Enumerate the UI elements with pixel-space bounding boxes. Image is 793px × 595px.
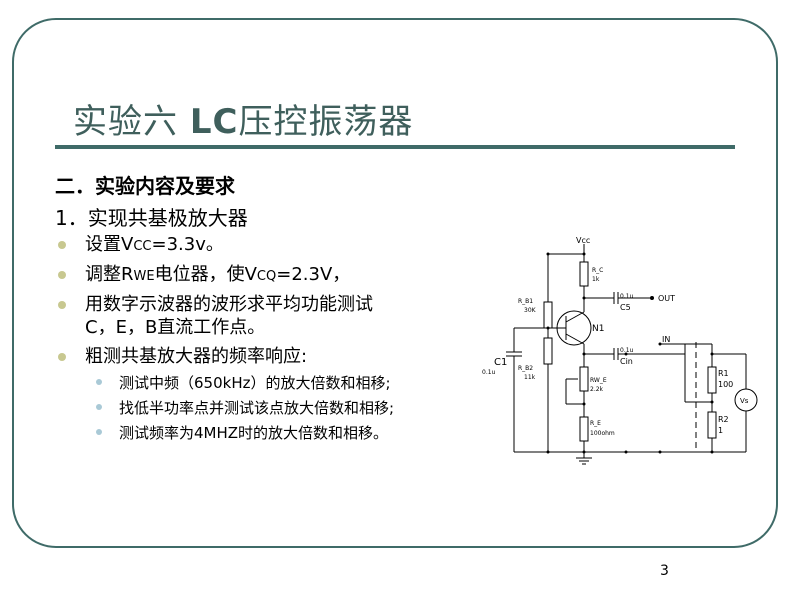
- label-n1: N1: [592, 324, 604, 334]
- label-r2: R2: [718, 415, 729, 424]
- item-1: 1．实现共基极放大器: [55, 206, 248, 230]
- label-r2-value: 1: [718, 426, 723, 435]
- label-rwe-value: 2.2k: [590, 386, 604, 393]
- bullet-2: 调整RWE电位器，使VCQ=2.3V，: [58, 263, 350, 288]
- subbullet-dot: [96, 429, 102, 435]
- title-rest: 压控振荡器: [238, 102, 414, 142]
- page-number: 3: [660, 563, 669, 579]
- bullet-dot: [58, 301, 66, 309]
- label-c5: C5: [620, 303, 631, 312]
- title-rule: [55, 145, 735, 149]
- slide-frame: [12, 18, 778, 548]
- label-rwe: RW_E: [590, 377, 607, 384]
- bullet-1: 设置VCC=3.3v。: [58, 233, 224, 258]
- slide-title: 实验六 LC压控振荡器: [73, 94, 413, 143]
- label-rb2-value: 11k: [524, 374, 536, 381]
- bullet-dot: [58, 353, 66, 361]
- subbullet-1: 测试中频（650kHz）的放大倍数和相移;: [96, 373, 391, 393]
- label-rc: R_C: [592, 267, 603, 274]
- bullet-3: 用数字示波器的波形求平均功能测试 C，E，B直流工作点。: [58, 293, 373, 339]
- label-rb1-value: 30K: [524, 307, 537, 314]
- title-lc: LC: [189, 102, 239, 142]
- label-re-value: 100ohm: [590, 430, 615, 437]
- label-rb1: R_B1: [518, 298, 533, 305]
- rb1-resistor: [543, 301, 553, 329]
- label-r1-value: 100: [718, 380, 733, 389]
- subbullet-dot: [96, 379, 102, 385]
- label-rb2: R_B2: [518, 365, 533, 372]
- r1-resistor: [707, 366, 717, 394]
- label-cin-value: 0.1u: [620, 347, 634, 354]
- label-r1: R1: [718, 369, 729, 378]
- label-cin: Cin: [620, 357, 633, 366]
- label-in: IN: [662, 335, 670, 344]
- label-vcc: Vcc: [576, 236, 590, 245]
- subbullet-2: 找低半功率点并测试该点放大倍数和相移;: [96, 398, 394, 418]
- label-re: R_E: [590, 420, 601, 427]
- rb2-resistor: [543, 337, 553, 365]
- rwe-potentiometer: [579, 366, 589, 392]
- r2-resistor: [707, 411, 717, 439]
- label-c5-value: 0.1u: [620, 293, 634, 300]
- re-resistor: [579, 416, 589, 442]
- circuit-diagram: Vcc R_C 1k R_B1 30K R_B2 11k C1 0.1u 0.1…: [482, 236, 758, 465]
- section-heading: 二．实验内容及要求: [55, 174, 235, 198]
- bullet-dot: [58, 271, 66, 279]
- label-rc-value: 1k: [592, 276, 600, 283]
- subbullet-3: 测试频率为4MHZ时的放大倍数和相移。: [96, 423, 388, 443]
- label-c1-value: 0.1u: [482, 369, 496, 376]
- label-out: OUT: [658, 294, 675, 303]
- rc-resistor: [579, 261, 589, 287]
- subbullet-dot: [96, 404, 102, 410]
- bullet-dot: [58, 241, 66, 249]
- title-text: 实验六: [73, 102, 190, 142]
- label-vs: Vs: [740, 397, 749, 405]
- label-c1: C1: [494, 357, 507, 368]
- bullet-4: 粗测共基放大器的频率响应:: [58, 345, 307, 368]
